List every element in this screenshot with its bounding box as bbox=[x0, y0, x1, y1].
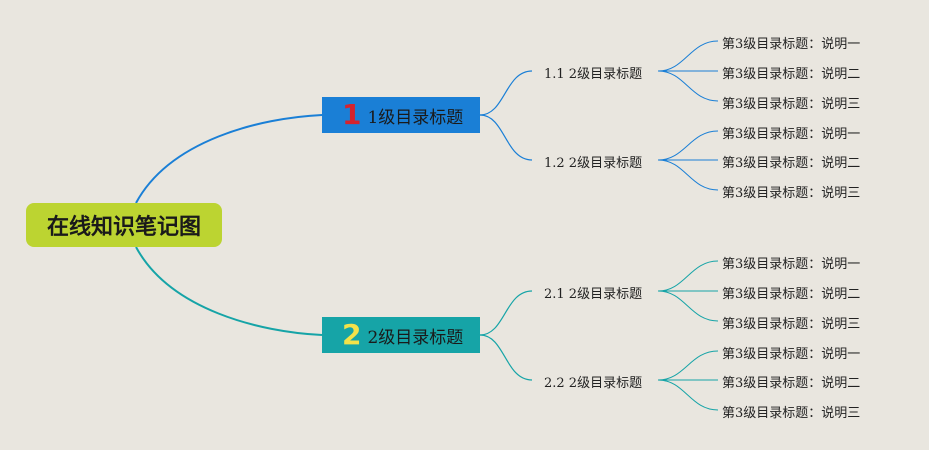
leaf-node[interactable]: 第3级目录标题：说明三 bbox=[722, 186, 861, 201]
leaf-node[interactable]: 第3级目录标题：说明二 bbox=[722, 67, 861, 82]
connector-sub-2-2-leaf bbox=[657, 350, 719, 381]
sub-node-2-1[interactable]: 2.1 2级目录标题 bbox=[544, 287, 643, 302]
connector-sub-1-2-leaf bbox=[657, 159, 719, 191]
leaf-node[interactable]: 第3级目录标题：说明二 bbox=[722, 287, 861, 302]
leaf-node[interactable]: 第3级目录标题：说明二 bbox=[722, 156, 861, 171]
leaf-node[interactable]: 第3级目录标题：说明一 bbox=[722, 37, 861, 52]
sub-node-2-2[interactable]: 2.2 2级目录标题 bbox=[544, 376, 643, 391]
branch-label-2: 2级目录标题 bbox=[367, 327, 464, 348]
connector-sub-1-2-leaf bbox=[657, 130, 719, 161]
leaf-node[interactable]: 第3级目录标题：说明一 bbox=[722, 347, 861, 362]
connector-sub-2-2-leaf bbox=[657, 379, 719, 411]
leaf-node[interactable]: 第3级目录标题：说明一 bbox=[722, 127, 861, 142]
leaf-node[interactable]: 第3级目录标题：说明二 bbox=[722, 376, 861, 391]
connector-sub-2-1-leaf bbox=[657, 290, 719, 322]
root-node[interactable]: 在线知识笔记图 bbox=[26, 203, 222, 247]
connector-sub-1-1-leaf bbox=[657, 40, 719, 72]
leaf-node[interactable]: 第3级目录标题：说明一 bbox=[722, 257, 861, 272]
leaf-node[interactable]: 第3级目录标题：说明三 bbox=[722, 97, 861, 112]
leaf-node[interactable]: 第3级目录标题：说明三 bbox=[722, 406, 861, 421]
connector-sub-1-1-leaf bbox=[657, 70, 719, 102]
leaf-node[interactable]: 第3级目录标题：说明三 bbox=[722, 317, 861, 332]
branch-node-1[interactable]: 1 1级目录标题 bbox=[322, 97, 480, 133]
connector-root-branch-1 bbox=[135, 114, 323, 204]
connector-branch-1-sub-2 bbox=[479, 114, 533, 161]
connector-branch-2-sub-2 bbox=[479, 334, 533, 381]
sub-node-1-1[interactable]: 1.1 2级目录标题 bbox=[544, 67, 643, 82]
branch-label-1: 1级目录标题 bbox=[367, 107, 464, 128]
branch-node-2[interactable]: 2 2级目录标题 bbox=[322, 317, 480, 353]
branch-badge-1: 1 bbox=[342, 98, 362, 131]
connector-sub-2-1-leaf bbox=[657, 260, 719, 292]
connector-root-branch-2 bbox=[135, 246, 323, 336]
connector-branch-2-sub-1 bbox=[479, 290, 533, 336]
sub-node-1-2[interactable]: 1.2 2级目录标题 bbox=[544, 156, 643, 171]
branch-badge-2: 2 bbox=[342, 318, 362, 351]
connector-branch-1-sub-1 bbox=[479, 70, 533, 116]
root-label: 在线知识笔记图 bbox=[46, 215, 201, 240]
